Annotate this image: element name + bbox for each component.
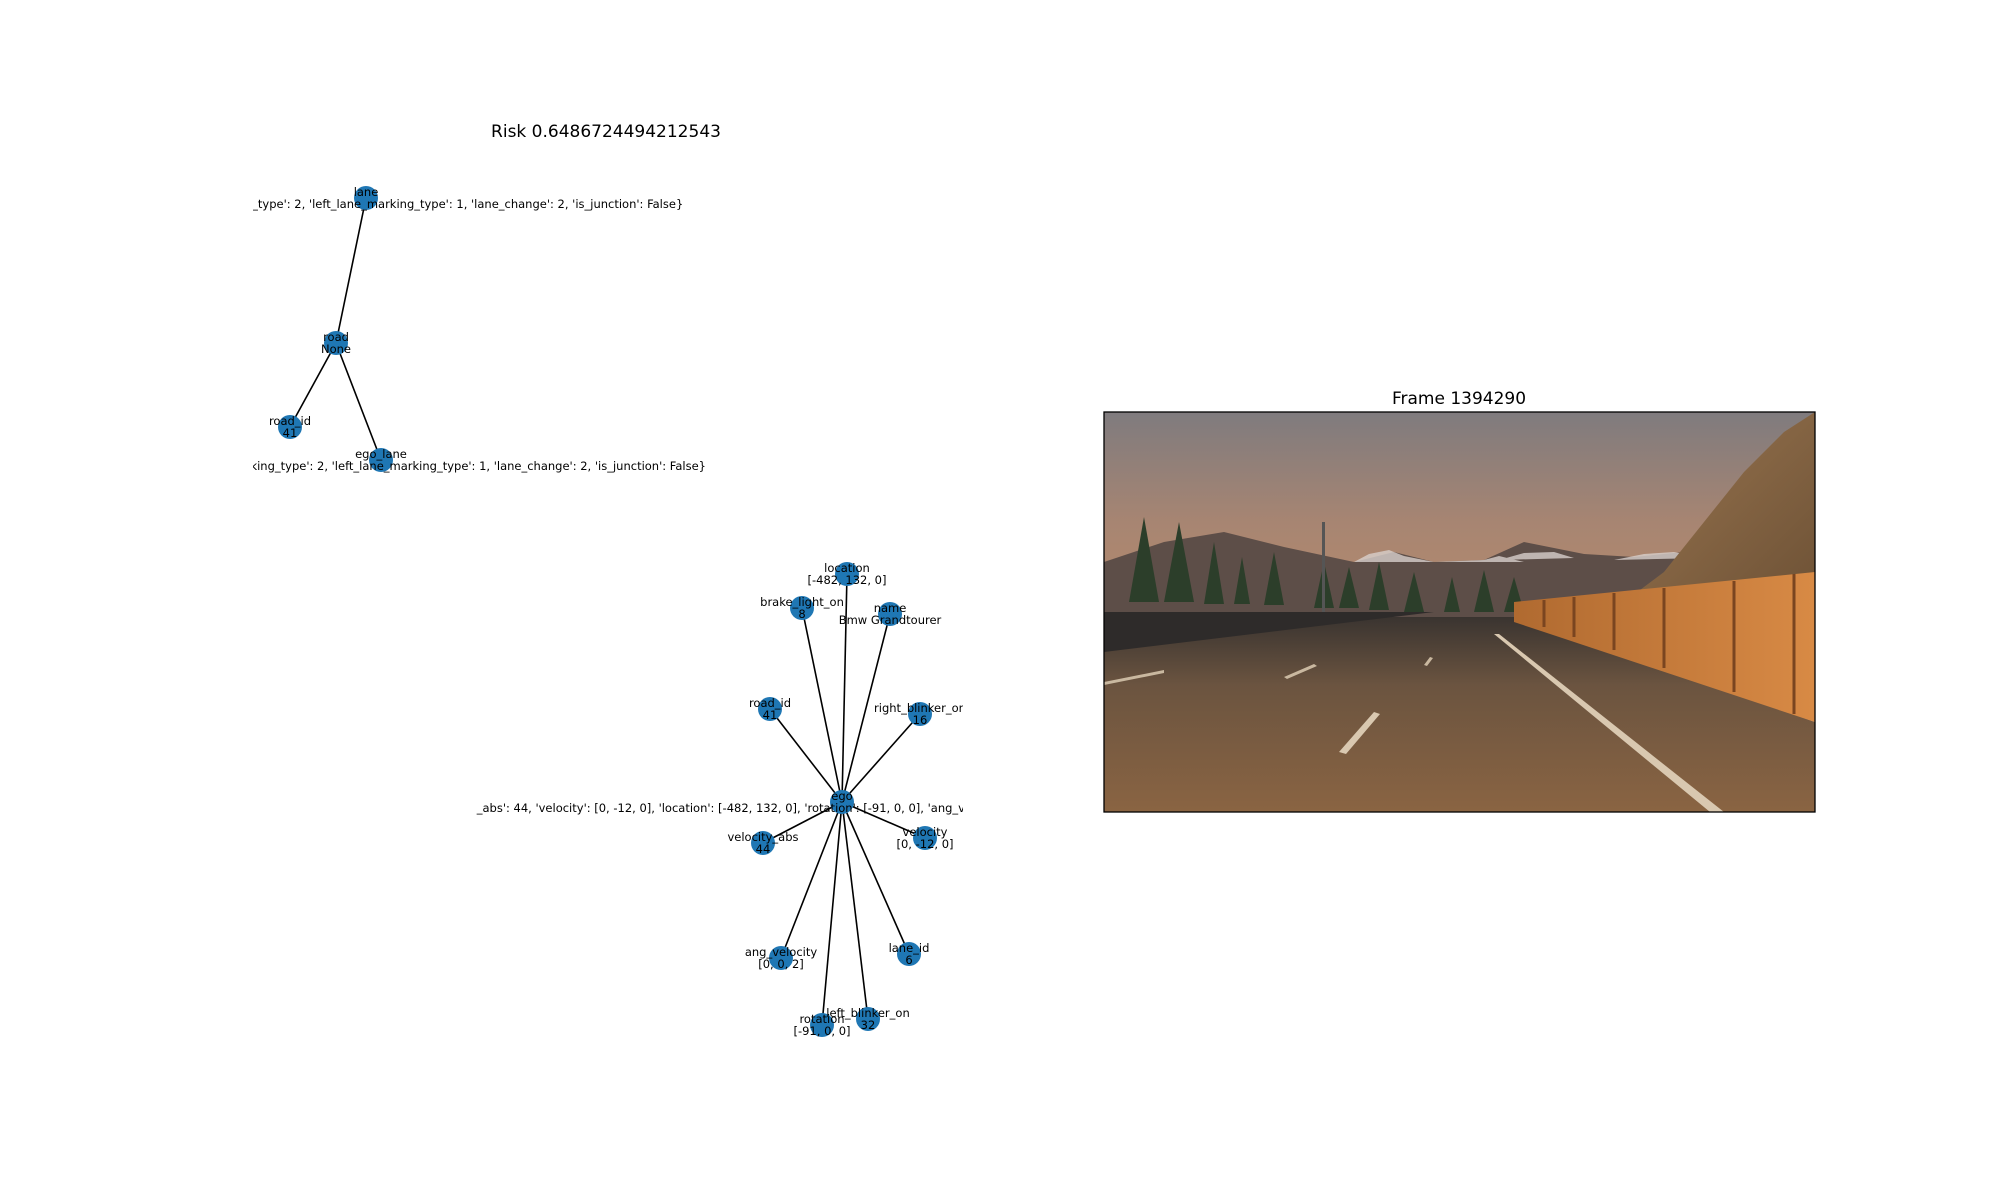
graph-edge-ego-road_id_2	[769, 708, 843, 803]
graph-node-ang_velocity	[769, 946, 793, 970]
trees	[1129, 517, 1524, 612]
graph-node-velocity_abs	[751, 831, 775, 855]
wall-posts	[1542, 574, 1796, 714]
graph-edge-ego-right_blinker_on	[841, 713, 921, 803]
lane-marking-dash-1	[1339, 712, 1380, 754]
camera-frame-image	[1103, 411, 1816, 813]
hillside	[1624, 412, 1815, 602]
lane-marking-right	[1494, 634, 1724, 812]
graph-edge-ego-velocity	[841, 801, 926, 839]
graph-edge-ego-lane_id	[841, 801, 910, 955]
graph-node-road_id_1	[278, 415, 302, 439]
graph-node-road_id_2	[758, 697, 782, 721]
graph-edges	[289, 197, 926, 1026]
graph-node-rotation	[810, 1013, 834, 1037]
graph-node-brake_light_on	[790, 596, 814, 620]
road-surface	[1104, 617, 1815, 812]
graph-edge-road-ego_lane	[335, 342, 382, 461]
graph-node-lane_id	[897, 942, 921, 966]
graph-node-name	[878, 602, 902, 626]
graph-node-label-location: location[-482, 132, 0]	[808, 561, 887, 587]
graph-node-location	[835, 562, 859, 586]
graph-node-road	[324, 331, 348, 355]
graph-node-velocity	[913, 826, 937, 850]
graph-node-label-rotation: rotation[-91, 0, 0]	[793, 1012, 850, 1038]
graph-node-ego	[830, 790, 854, 814]
scene-graph: lane_lane_color': 0, 'right_lane_marking…	[48, 185, 1208, 1038]
snow-peaks	[1354, 550, 1704, 562]
graph-node-label-ang_velocity: ang_velocity[0, 0, 2]	[745, 945, 818, 971]
pole	[1322, 522, 1325, 612]
road-shoulder	[1104, 612, 1434, 652]
graph-node-right_blinker_on	[908, 702, 932, 726]
graph-edge-ego-velocity_abs	[762, 801, 843, 844]
frame-border	[1103, 411, 1816, 813]
lane-marking-dash-2	[1284, 664, 1317, 679]
graph-edge-ego-ang_velocity	[780, 801, 843, 959]
graph-nodes	[278, 186, 937, 1037]
graph-node-lane	[354, 186, 378, 210]
graph-edge-ego-left_blinker_on	[841, 801, 869, 1020]
graph-edge-ego-brake_light_on	[801, 607, 843, 803]
graph-title: Risk 0.6486724494212543	[491, 122, 721, 142]
lane-marking-dash-3	[1424, 657, 1433, 666]
graph-edge-lane-road	[335, 197, 367, 344]
graph-edge-road-road_id_1	[289, 342, 337, 428]
graph-edge-ego-location	[841, 573, 848, 803]
graph-node-label-velocity: velocity[0, -12, 0]	[896, 825, 953, 851]
lane-marking-left	[1104, 670, 1164, 685]
graph-edge-ego-name	[841, 613, 891, 803]
graph-node-left_blinker_on	[856, 1007, 880, 1031]
frame-title: Frame 1394290	[1392, 389, 1526, 409]
graph-labels: lane_lane_color': 0, 'right_lane_marking…	[48, 185, 1208, 1038]
graph-node-ego_lane	[369, 448, 393, 472]
graph-node-label-lane: lane_lane_color': 0, 'right_lane_marking…	[48, 185, 684, 211]
graph-node-label-ego: ego_abs': 44, 'velocity': [0, -12, 0], '…	[476, 789, 1208, 815]
graph-edge-ego-rotation	[821, 801, 843, 1026]
